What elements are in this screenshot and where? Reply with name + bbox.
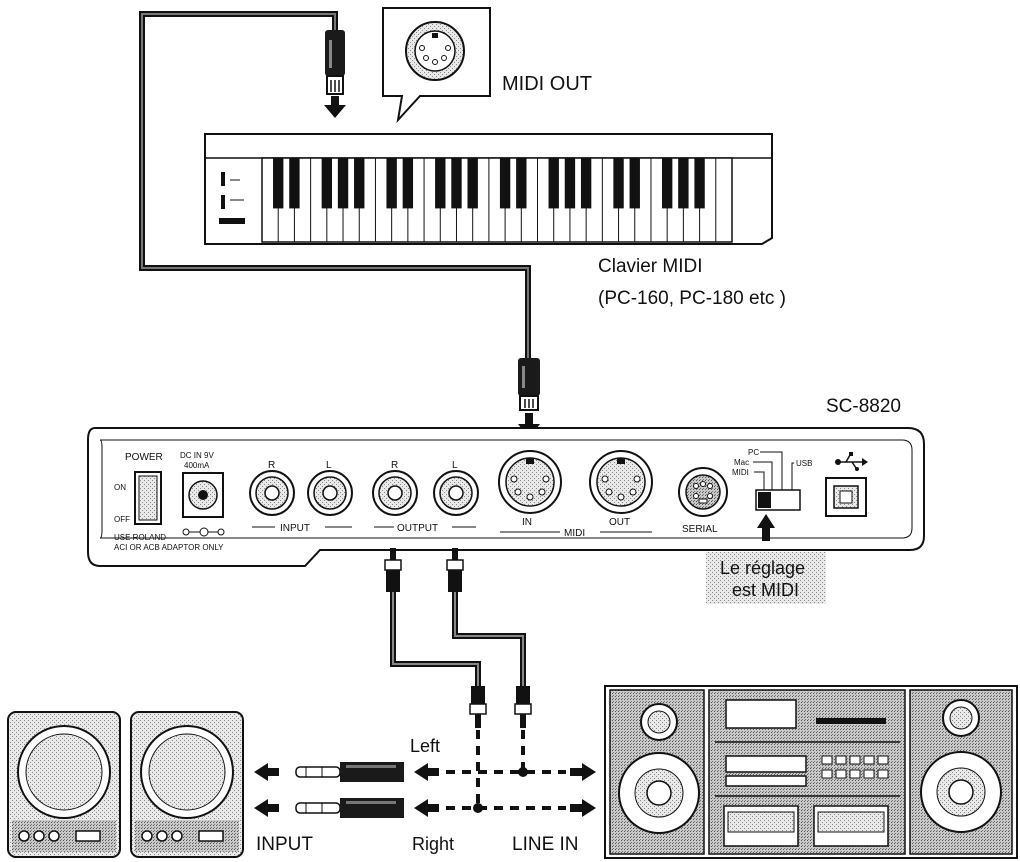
- junction-right: [473, 803, 483, 813]
- switch-mac-label: Mac: [734, 458, 749, 467]
- stereo-system: [604, 685, 1018, 859]
- midi-group-label: MIDI: [564, 528, 585, 539]
- din-connector-icon: [405, 21, 465, 81]
- black-key: [467, 158, 478, 209]
- black-key: [678, 158, 689, 209]
- arrow-right-icon: [570, 799, 596, 817]
- dc-current-label: 400mA: [184, 461, 210, 470]
- arrow-left-icon: [414, 799, 439, 817]
- black-keys: [273, 158, 705, 209]
- rca-plug-output-left: [446, 548, 464, 592]
- black-key: [564, 158, 576, 209]
- black-key: [613, 158, 624, 209]
- output-l-jack[interactable]: [433, 470, 479, 516]
- midi-out-label: MIDI OUT: [502, 73, 592, 95]
- midi-out-port-label: OUT: [609, 517, 630, 528]
- black-key: [548, 158, 559, 209]
- midi-out-port[interactable]: [589, 450, 653, 514]
- line-in-label: LINE IN: [512, 834, 579, 855]
- signal-lines: [446, 730, 566, 810]
- serial-label: SERIAL: [682, 524, 718, 535]
- input-r-jack[interactable]: [249, 470, 295, 516]
- adaptor-note-2: ACI OR ACB ADAPTOR ONLY: [114, 543, 224, 552]
- output-r-label: R: [391, 460, 398, 471]
- power-on-label: ON: [114, 483, 126, 492]
- dc-in-label: DC IN 9V: [180, 451, 214, 460]
- black-key: [629, 158, 640, 209]
- arrow-left-icon: [414, 763, 439, 781]
- midi-out-callout: [382, 7, 491, 124]
- output-l-label: L: [452, 460, 458, 471]
- black-key: [580, 158, 592, 209]
- midi-cable: [139, 11, 531, 360]
- power-label: POWER: [125, 452, 163, 463]
- switch-usb-label: USB: [796, 459, 812, 468]
- rca-plug-bottom-right: [469, 686, 487, 728]
- midi-keyboard: [204, 133, 773, 245]
- setting-note-line2: est MIDI: [732, 580, 799, 600]
- arrow-up-icon: [757, 514, 775, 541]
- input-r-label: R: [268, 460, 275, 471]
- black-key: [435, 158, 446, 209]
- black-key: [354, 158, 365, 209]
- setting-note-box: [706, 552, 826, 604]
- black-key: [402, 158, 414, 209]
- black-key: [386, 158, 397, 209]
- speaker-input-label: INPUT: [256, 834, 313, 855]
- power-off-label: OFF: [114, 515, 130, 524]
- input-l-label: L: [326, 460, 332, 471]
- output-label: OUTPUT: [397, 523, 438, 534]
- power-switch[interactable]: [134, 471, 162, 525]
- junction-left: [518, 767, 528, 777]
- black-key: [321, 158, 333, 209]
- module-name: SC-8820: [826, 396, 901, 417]
- black-key: [661, 158, 673, 209]
- right-channel-label: Right: [412, 834, 454, 854]
- powered-speaker-2: [130, 711, 244, 858]
- arrow-left-icon: [254, 763, 279, 781]
- midi-in-label: IN: [522, 517, 532, 528]
- arrow-left-icon: [254, 799, 279, 817]
- setting-note-line1: Le réglage: [720, 558, 805, 578]
- input-label: INPUT: [280, 523, 310, 534]
- arrow-right-icon: [570, 763, 596, 781]
- usb-icon: [835, 452, 868, 471]
- midi-plug-top: [325, 30, 345, 95]
- keyboard-models: (PC-160, PC-180 etc ): [598, 288, 786, 309]
- midi-in-port[interactable]: [498, 450, 562, 514]
- black-key: [451, 158, 462, 209]
- dc-in-jack[interactable]: [182, 472, 224, 518]
- switch-midi-label: MIDI: [732, 468, 749, 477]
- black-key: [499, 158, 511, 209]
- black-key: [273, 158, 284, 209]
- rca-plug-output-right: [384, 548, 402, 592]
- output-r-jack[interactable]: [372, 470, 418, 516]
- rca-cable-left: [452, 590, 526, 690]
- switch-pc-label: PC: [748, 448, 759, 457]
- left-channel-label: Left: [410, 736, 440, 756]
- black-key: [516, 158, 527, 209]
- keyboard-controls: [219, 172, 245, 224]
- phone-plug-lower: [295, 798, 404, 818]
- serial-port[interactable]: [678, 467, 728, 517]
- polarity-icon: [182, 527, 225, 537]
- powered-speaker-1: [7, 711, 121, 858]
- black-key: [289, 158, 300, 209]
- arrow-down-icon: [324, 96, 346, 118]
- computer-switch[interactable]: [755, 489, 801, 511]
- phone-plug-upper: [295, 762, 404, 782]
- switch-leader-lines: [753, 451, 794, 490]
- rca-cable-right: [390, 590, 481, 690]
- usb-port[interactable]: [825, 477, 867, 517]
- keyboard-name: Clavier MIDI: [598, 256, 703, 277]
- adaptor-note-1: USE ROLAND: [114, 533, 166, 542]
- rca-plug-bottom-left: [514, 686, 532, 728]
- input-l-jack[interactable]: [307, 470, 353, 516]
- black-key: [337, 158, 349, 209]
- midi-plug-module: [518, 358, 540, 411]
- black-key: [694, 158, 705, 209]
